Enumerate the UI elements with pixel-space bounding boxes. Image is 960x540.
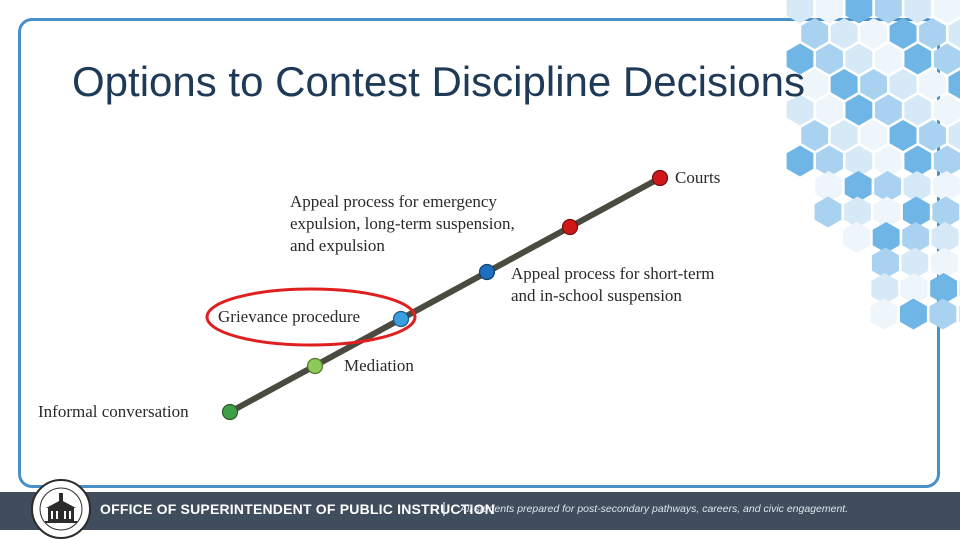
label-expulsion-appeal-line-3: and expulsion [290,236,385,255]
node-mediation [306,357,324,375]
footer-bottom-strip [0,530,960,540]
label-short-term-appeal-line-2: and in-school suspension [511,286,682,305]
footer-tagline: All students prepared for post-secondary… [460,503,849,515]
footer-separator: | [442,500,446,517]
grievance-highlight-ellipse [205,287,417,347]
node-short-term-appeal [478,263,496,281]
label-grievance-procedure: Grievance procedure [218,307,361,326]
footer-bar [0,492,960,530]
label-courts: Courts [675,168,721,187]
footer-organization-name: OFFICE OF SUPERINTENDENT OF PUBLIC INSTR… [100,501,495,517]
label-expulsion-appeal: Appeal process for emergency expulsion, … [290,191,515,257]
label-mediation: Mediation [344,356,414,375]
slide-frame [18,18,940,488]
ospi-seal-logo [31,479,91,539]
label-short-term-appeal-line-1: Appeal process for short-term [511,264,715,283]
label-expulsion-appeal-line-1: Appeal process for emergency [290,192,497,211]
page-title: Options to Contest Discipline Decisions [72,58,805,105]
node-grievance-procedure [392,310,410,328]
label-expulsion-appeal-line-2: expulsion, long-term suspension, [290,214,515,233]
node-expulsion-appeal [561,218,579,236]
label-informal-conversation: Informal conversation [38,402,189,421]
escalation-line [227,175,663,415]
node-courts [651,169,669,187]
node-informal-conversation [221,403,239,421]
label-short-term-appeal: Appeal process for short-term and in-sch… [511,263,714,307]
